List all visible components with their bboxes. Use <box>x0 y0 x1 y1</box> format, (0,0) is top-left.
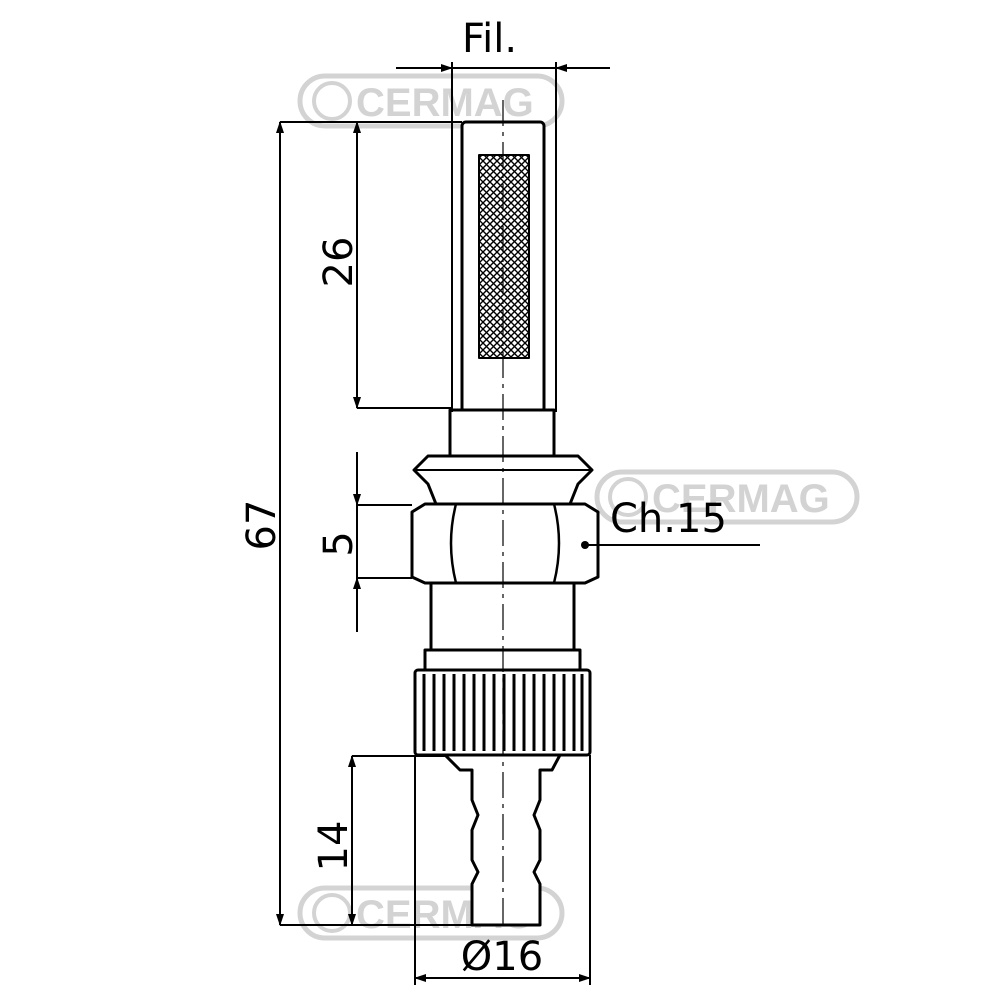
hex-nut <box>410 502 600 585</box>
svg-text:CERMAG: CERMAG <box>652 477 830 521</box>
wrench-size-label: Ch.15 <box>610 496 727 542</box>
leader-dot <box>581 541 589 549</box>
dimension-5-label: 5 <box>316 531 362 556</box>
wheat-logo-icon <box>312 81 352 121</box>
filter-mesh <box>478 154 530 359</box>
watermark-top: CERMAG <box>297 73 565 129</box>
dimension-14-label: 14 <box>311 821 357 872</box>
diameter-label: Ø16 <box>461 934 543 980</box>
filter-label: Fil. <box>462 16 517 62</box>
wheat-logo-icon <box>608 477 648 517</box>
knurl-lines <box>422 674 584 751</box>
watermark-middle: CERMAG <box>594 469 860 525</box>
dimension-26-label: 26 <box>316 237 362 288</box>
fuel-tap-part <box>410 120 600 927</box>
dimension-67-label: 67 <box>239 500 285 551</box>
svg-text:CERMAG: CERMAG <box>356 81 534 125</box>
threaded-neck <box>448 408 556 458</box>
dimension-lines <box>276 62 760 985</box>
